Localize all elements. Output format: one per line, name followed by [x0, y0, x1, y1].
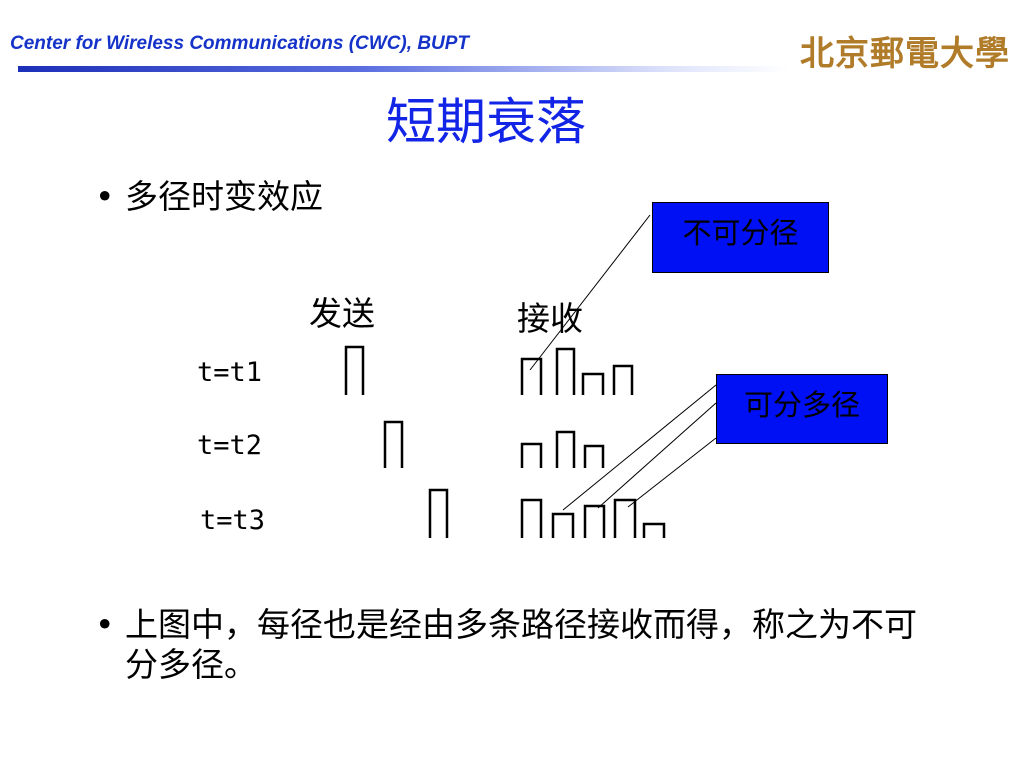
bullet-multipath-effect: • 多径时变效应 [95, 177, 323, 217]
rx-pulse-t3-e [642, 522, 666, 538]
rx-pulse-t3-c [583, 504, 606, 538]
rx-pulse-t1-d [612, 364, 634, 395]
slide-title: 短期衰落 [386, 93, 586, 151]
time-label-t2: t=t2 [197, 430, 263, 461]
time-label-t1: t=t1 [197, 357, 263, 388]
receive-column-label: 接收 [517, 299, 583, 338]
leader-line-resolvable-1 [562, 384, 717, 511]
callout-resolvable-multipath: 可分多径 [716, 374, 888, 444]
tx-pulse-t2 [383, 420, 404, 468]
header-divider [18, 66, 788, 72]
rx-pulse-t3-b [551, 512, 575, 538]
bullet-unresolvable-explanation: • 上图中，每径也是经由多条路径接收而得，称之为不可分多径。 [95, 605, 945, 685]
rx-pulse-t2-a [520, 442, 543, 468]
bullet-dot: • [95, 177, 115, 216]
university-logo: 北京郵電大學 [800, 34, 1010, 74]
tx-pulse-t1 [344, 345, 365, 395]
rx-pulse-t3-a [520, 498, 543, 538]
leader-line-unresolvable [529, 214, 651, 371]
time-label-t3: t=t3 [200, 505, 266, 536]
header-org-title: Center for Wireless Communications (CWC)… [10, 33, 470, 54]
bullet-dot: • [95, 605, 115, 644]
tx-pulse-t3 [428, 488, 449, 538]
rx-pulse-t1-c [581, 372, 605, 395]
rx-pulse-t1-b [555, 347, 576, 395]
rx-pulse-t1-a [520, 357, 543, 395]
leader-line-resolvable-2 [597, 402, 717, 509]
callout-unresolvable-path: 不可分径 [652, 202, 829, 273]
bullet-text: 多径时变效应 [125, 177, 323, 216]
bullet-text: 上图中，每径也是经由多条路径接收而得，称之为不可分多径。 [125, 605, 917, 684]
send-column-label: 发送 [309, 294, 375, 333]
leader-line-resolvable-3 [627, 437, 717, 508]
rx-pulse-t2-c [583, 444, 605, 468]
rx-pulse-t3-d [613, 498, 637, 538]
rx-pulse-t2-b [555, 430, 576, 468]
